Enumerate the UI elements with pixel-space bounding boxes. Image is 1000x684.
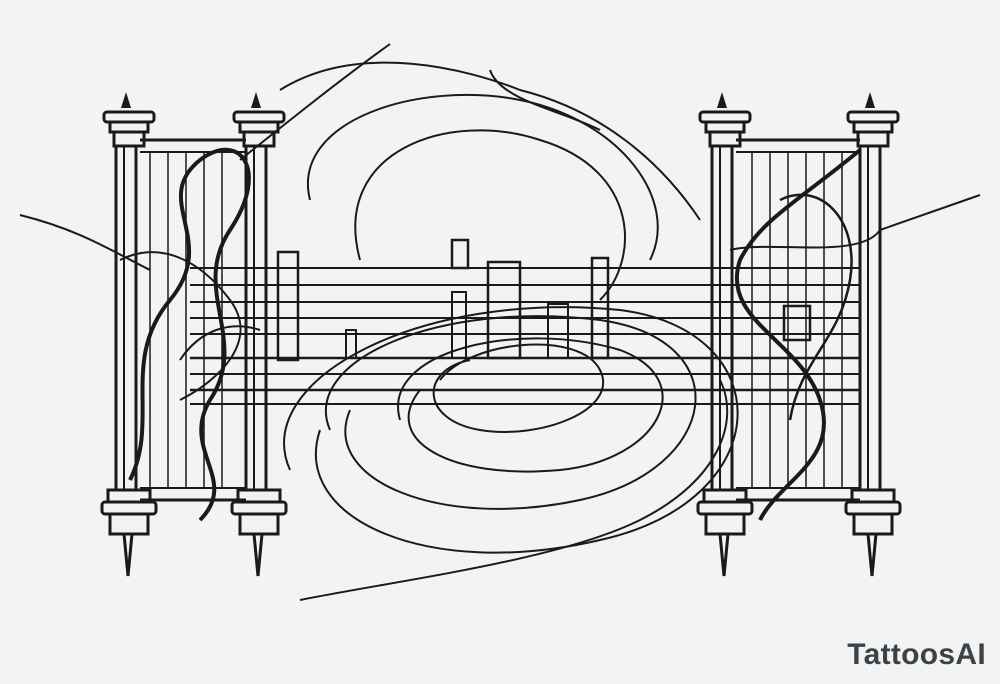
swirl-lines — [19, 43, 739, 601]
tattoosai-watermark: TattoosAI — [847, 638, 986, 671]
